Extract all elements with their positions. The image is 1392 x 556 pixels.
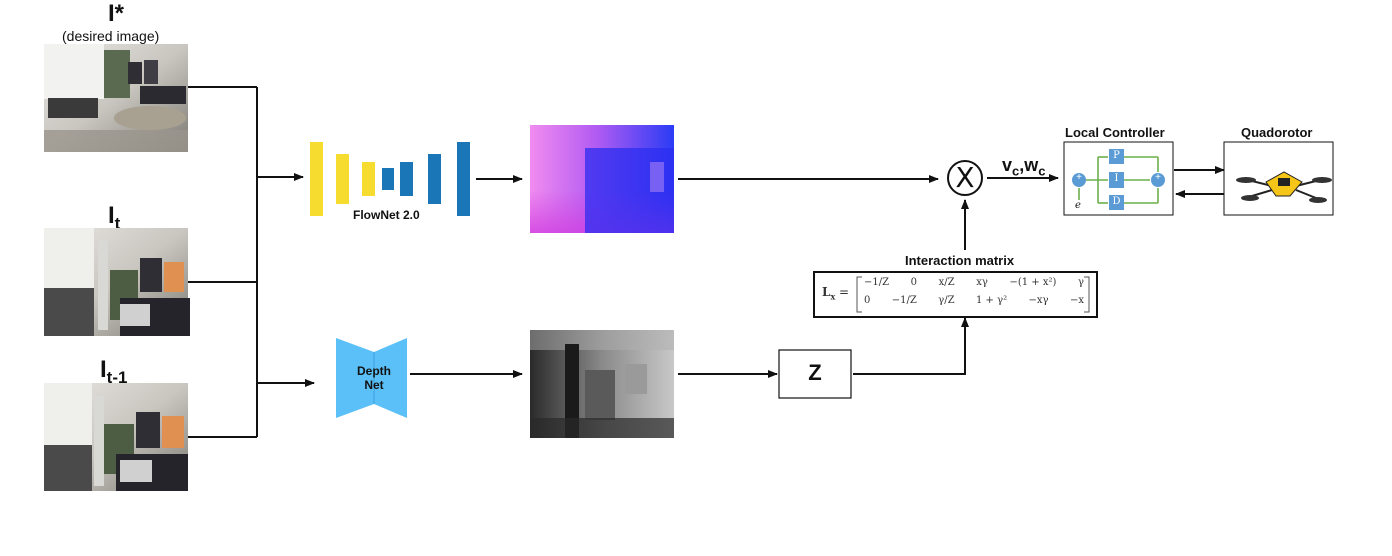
interaction-matrix-box — [813, 271, 1098, 318]
current-image-subscript: t — [114, 213, 121, 233]
matrix-row-2: 0 −1/Z γ/Z 1 + γ² −xγ −x — [864, 295, 1084, 306]
matrix-cell: γ — [1078, 277, 1084, 288]
depthnet-block — [336, 338, 407, 418]
multiply-symbol: X — [955, 161, 975, 194]
pid-sum-left: + — [1076, 172, 1082, 183]
pid-i-label: I — [1114, 173, 1119, 184]
matrix-cell: −x — [1069, 295, 1084, 306]
control-output-label: vc,wc — [1002, 155, 1046, 179]
matrix-cell: −(1 + x²) — [1009, 277, 1057, 288]
desired-image — [44, 44, 188, 152]
depth-image — [530, 330, 674, 438]
current-image — [44, 228, 190, 336]
local-controller-diagram — [1063, 141, 1174, 216]
matrix-cell: −1/Z — [891, 295, 917, 306]
matrix-cell: −1/Z — [864, 277, 890, 288]
multiply-node — [947, 160, 983, 196]
quadrotor-image — [1223, 141, 1334, 216]
matrix-cell: −xγ — [1028, 295, 1049, 306]
pid-error-label: e — [1075, 200, 1081, 211]
current-image-symbol: It — [108, 202, 121, 233]
flownet-block — [310, 142, 470, 216]
depthnet-label-line2: Net — [364, 378, 384, 392]
previous-image-symbol: It-1 — [100, 356, 128, 387]
flownet-label: FlowNet 2.0 — [353, 208, 420, 222]
previous-image — [44, 383, 188, 491]
quadrotor-title: Quadorotor — [1241, 125, 1313, 140]
depth-z-box — [778, 349, 852, 399]
matrix-cell: γ/Z — [938, 295, 955, 306]
interaction-matrix-title: Interaction matrix — [905, 253, 1015, 268]
depthnet-label: Depth Net — [346, 364, 402, 392]
desired-image-symbol: I* — [108, 0, 125, 27]
pid-sum-right: + — [1155, 172, 1161, 183]
pid-p-label: P — [1113, 150, 1120, 161]
matrix-row-1: −1/Z 0 x/Z xγ −(1 + x²) γ — [864, 277, 1084, 288]
input-connectors — [188, 86, 315, 438]
pid-d-label: D — [1112, 196, 1121, 207]
matrix-cell: xγ — [976, 277, 988, 288]
optical-flow-image — [530, 125, 674, 233]
matrix-cell: 0 — [864, 295, 871, 306]
previous-image-subscript: t-1 — [106, 367, 128, 387]
local-controller-title: Local Controller — [1065, 125, 1165, 140]
interaction-matrix-lhs: Lx = — [822, 285, 850, 302]
depth-z-label: Z — [808, 360, 822, 385]
matrix-cell: 1 + γ² — [976, 295, 1008, 306]
matrix-cell: x/Z — [938, 277, 955, 288]
matrix-cell: 0 — [910, 277, 918, 288]
desired-image-caption: (desired image) — [62, 28, 160, 44]
depthnet-label-line1: Depth — [357, 364, 391, 378]
